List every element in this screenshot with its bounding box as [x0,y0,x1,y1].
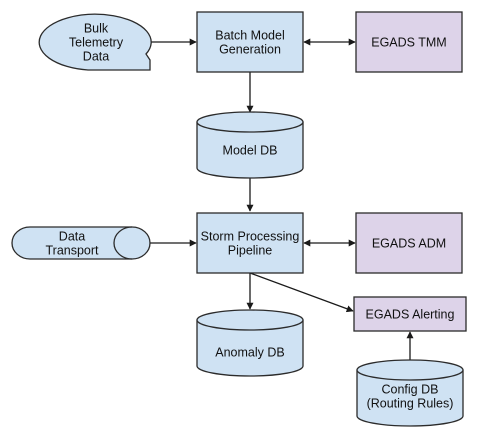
bulk-telemetry-label-line: Data [83,50,109,64]
anomaly-db-label: Anomaly DB [215,346,284,360]
config-db-label: Config DB(Routing Rules) [367,383,454,411]
storm-pipeline-box [196,212,304,274]
model-db-body [196,122,304,179]
egads-alerting-label: EGADS Alerting [366,308,455,322]
config-db-top [356,359,464,381]
anomaly-db-body [196,320,304,377]
egads-adm-label-line: EGADS ADM [372,237,446,251]
batch-model-label-line: Generation [219,43,281,57]
batch-model-label-line: Batch Model [215,29,284,43]
egads-adm-node: EGADS ADM [355,212,463,274]
anomaly-db-node: Anomaly DB [196,309,304,377]
data-transport-label-line: Transport [45,244,99,258]
config-db-label-line: Config DB [382,383,439,397]
config-db-node: Config DB(Routing Rules) [356,359,464,427]
egads-alerting-label-line: EGADS Alerting [366,308,455,322]
config-db-body [356,370,464,427]
edge-storm-to-alerting [249,272,354,313]
egads-adm-label: EGADS ADM [372,237,446,251]
egads-tmm-label-line: EGADS TMM [371,36,446,50]
egads-tmm-node: EGADS TMM [355,11,463,73]
model-db-top [196,111,304,133]
egads-tmm-label: EGADS TMM [371,36,446,50]
anomaly-db-top [196,309,304,331]
egads-alerting-node: EGADS Alerting [353,296,467,332]
anomaly-db-label-line: Anomaly DB [215,346,284,360]
edges [150,38,414,360]
config-db-label-line: (Routing Rules) [367,397,454,411]
data-transport-end [113,226,133,260]
egads-tmm-box [355,11,463,73]
model-db-label: Model DB [223,144,278,158]
model-db-label-line: Model DB [223,144,278,158]
egads-alerting-box [353,296,467,332]
model-db-node: Model DB [196,111,304,179]
data-transport-label-line: Data [59,230,85,244]
storm-pipeline-label-line: Storm Processing [201,230,300,244]
batch-model-box [196,11,304,73]
egads-adm-box [355,212,463,274]
bulk-telemetry-label-line: Bulk [84,22,109,36]
bulk-telemetry-label-line: Telemetry [69,36,124,50]
storm-pipeline-label-line: Pipeline [228,244,273,258]
bulk-telemetry-shape [38,13,152,71]
